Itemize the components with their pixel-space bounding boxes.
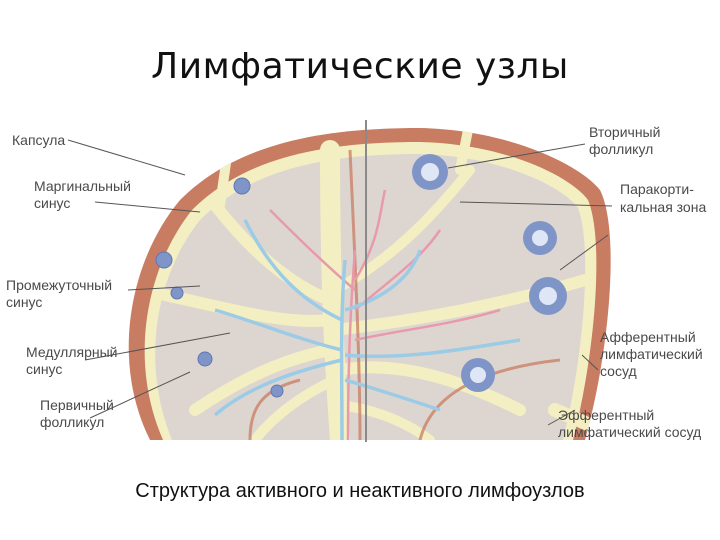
primary-follicles bbox=[155, 177, 284, 398]
leader-lines-right bbox=[447, 143, 613, 426]
label-medullary-1: Медуллярный bbox=[26, 344, 117, 360]
label-afferent-1: Афферентный bbox=[600, 329, 696, 345]
veins bbox=[213, 219, 521, 441]
label-intermediate-1: Промежуточный bbox=[6, 277, 112, 293]
label-afferent-2: лимфатический bbox=[600, 346, 703, 362]
lymph-node-diagram: Капсула Маргинальный синус Промежуточный… bbox=[6, 120, 706, 442]
label-paracortical-1: Паракорти- bbox=[620, 181, 694, 197]
label-marginal-1: Маргинальный bbox=[34, 178, 131, 194]
diagram-caption: Структура активного и неактивного лимфоу… bbox=[135, 480, 585, 502]
label-primary-1: Первичный bbox=[40, 397, 114, 413]
label-efferent-1: Эфферентный bbox=[558, 407, 654, 423]
label-secondary-1: Вторичный bbox=[589, 124, 660, 140]
label-primary-2: фолликул bbox=[40, 414, 104, 430]
label-intermediate-2: синус bbox=[6, 294, 42, 310]
label-capsule: Капсула bbox=[12, 132, 65, 148]
label-secondary-2: фолликул bbox=[589, 141, 653, 157]
label-medullary-2: синус bbox=[26, 361, 62, 377]
slide-title: Лимфатические узлы bbox=[151, 46, 569, 87]
secondary-follicles bbox=[412, 154, 567, 392]
leader-lines-left bbox=[67, 139, 231, 419]
label-marginal-2: синус bbox=[34, 195, 70, 211]
label-paracortical-2: кальная зона bbox=[620, 199, 706, 215]
label-efferent-2: лимфатический сосуд bbox=[558, 424, 701, 440]
label-afferent-3: сосуд bbox=[600, 363, 637, 379]
